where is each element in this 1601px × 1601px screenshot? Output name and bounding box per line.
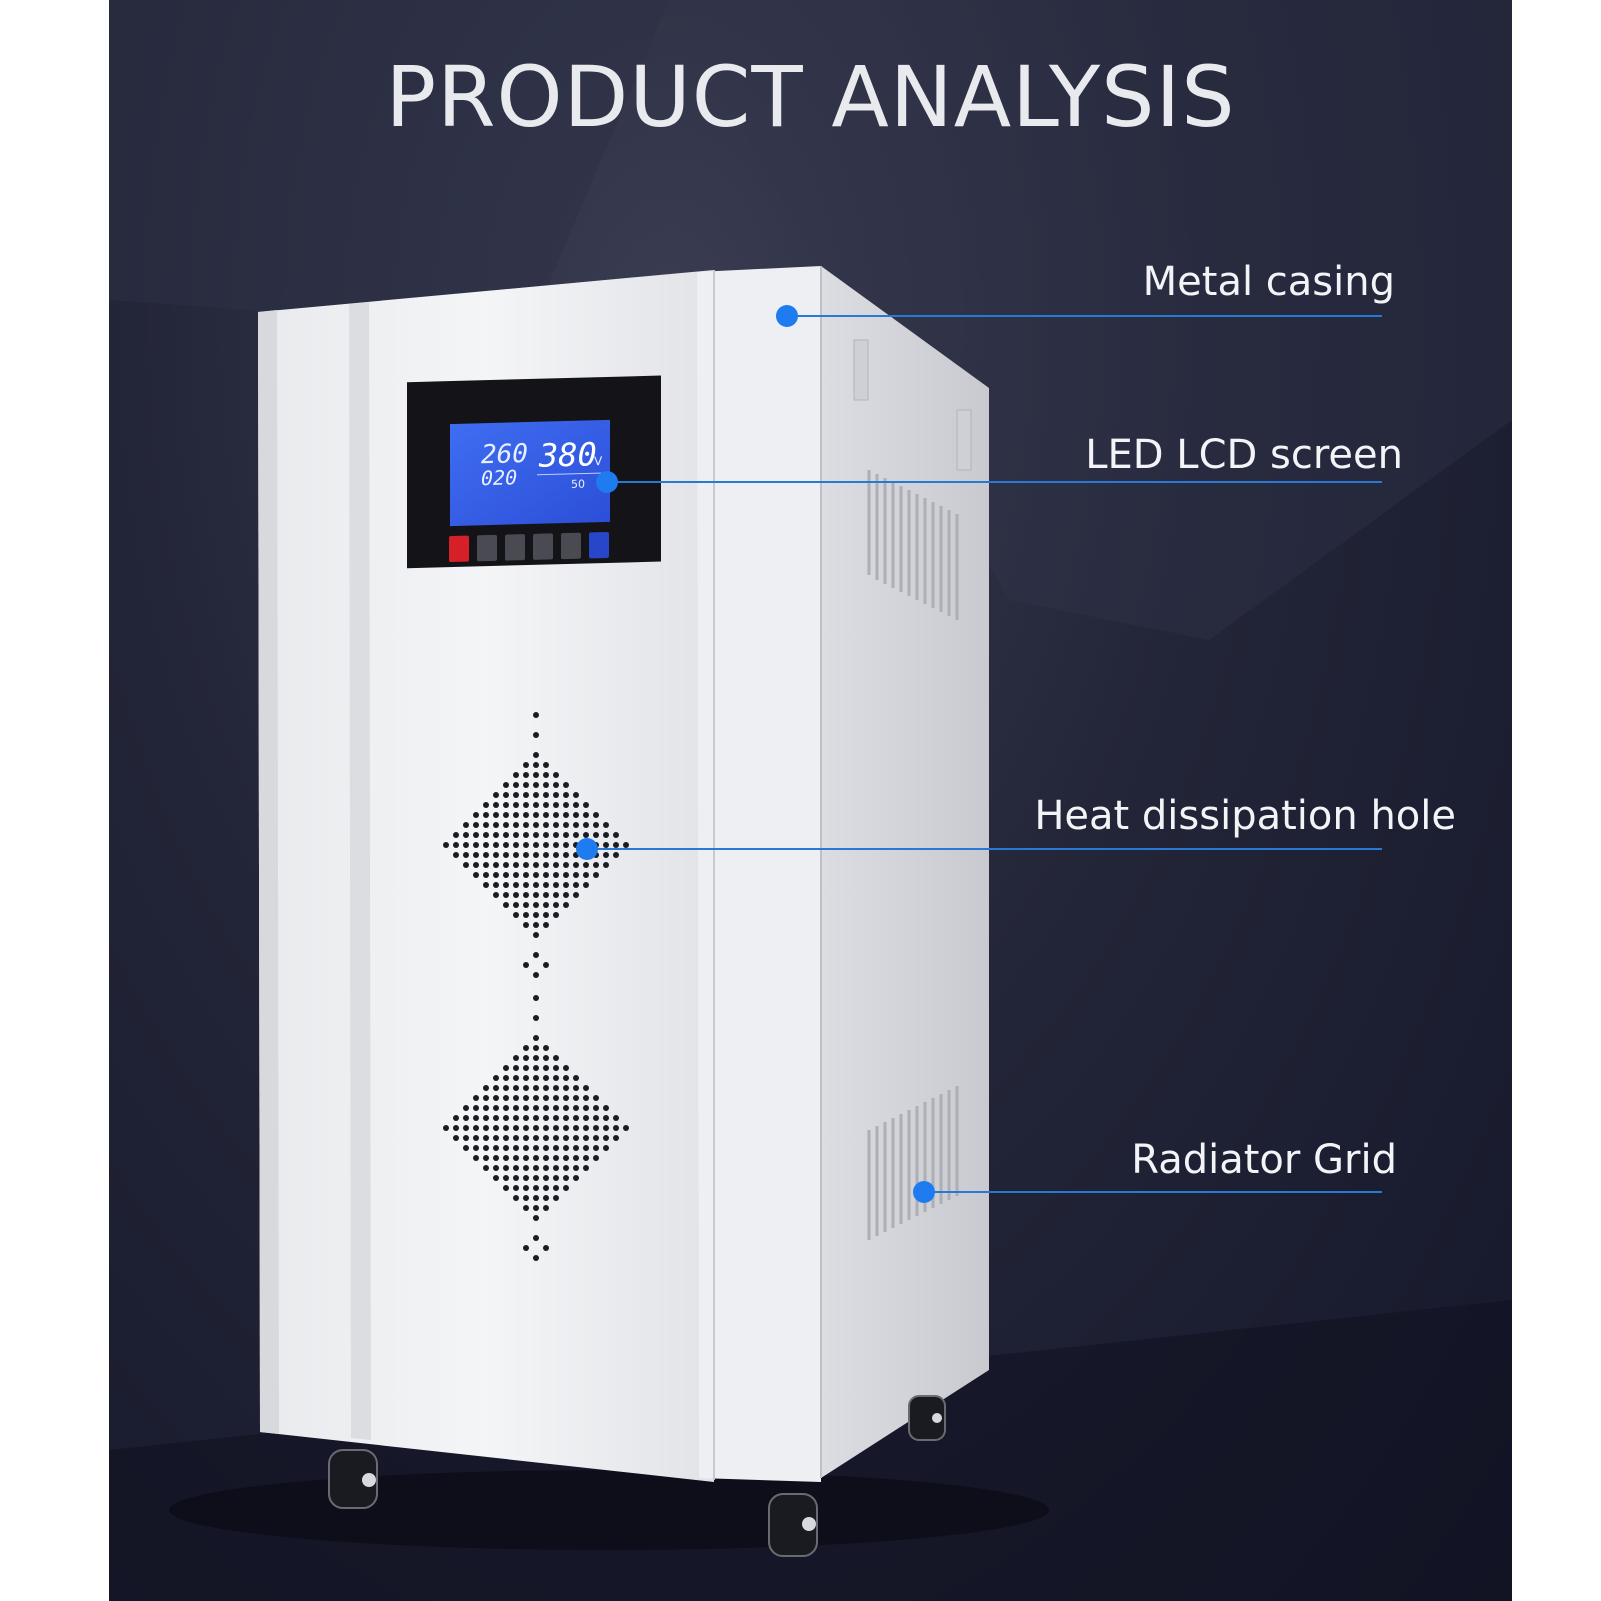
callout-radiator-grid: Radiator Grid [1131, 1137, 1397, 1183]
lcd-input-voltage: 260 [481, 439, 528, 470]
lcd-current: 020 [481, 465, 517, 490]
page-title: PRODUCT ANALYSIS [385, 48, 1236, 146]
set-button [533, 533, 553, 560]
minus-button [505, 534, 525, 561]
side-vents-lower [867, 1086, 959, 1240]
cabinet-side-panel [821, 266, 989, 1478]
bypass-button [589, 531, 609, 559]
mode-button [561, 532, 581, 560]
side-vents-upper [867, 470, 959, 620]
lcd-unit: V [594, 454, 603, 468]
lcd-screen: 260 020 380 V 50 [450, 419, 610, 527]
callout-metal-casing: Metal casing [1142, 259, 1395, 305]
lcd-output-voltage: 380 [538, 435, 597, 475]
voltage-stabilizer-cabinet: 260 020 380 V 50 [169, 266, 1049, 1557]
caster-wheels [328, 1395, 946, 1557]
product-panel: PRODUCT ANALYSIS [109, 0, 1512, 1601]
power-button [449, 535, 469, 563]
plus-button [477, 534, 497, 562]
lcd-frequency: 50 [571, 478, 585, 491]
control-buttons [449, 531, 609, 563]
callout-heat-dissipation-hole: Heat dissipation hole [1034, 793, 1456, 839]
heat-dissipation-holes [443, 712, 629, 1261]
callout-lcd-screen: LED LCD screen [1085, 432, 1403, 478]
